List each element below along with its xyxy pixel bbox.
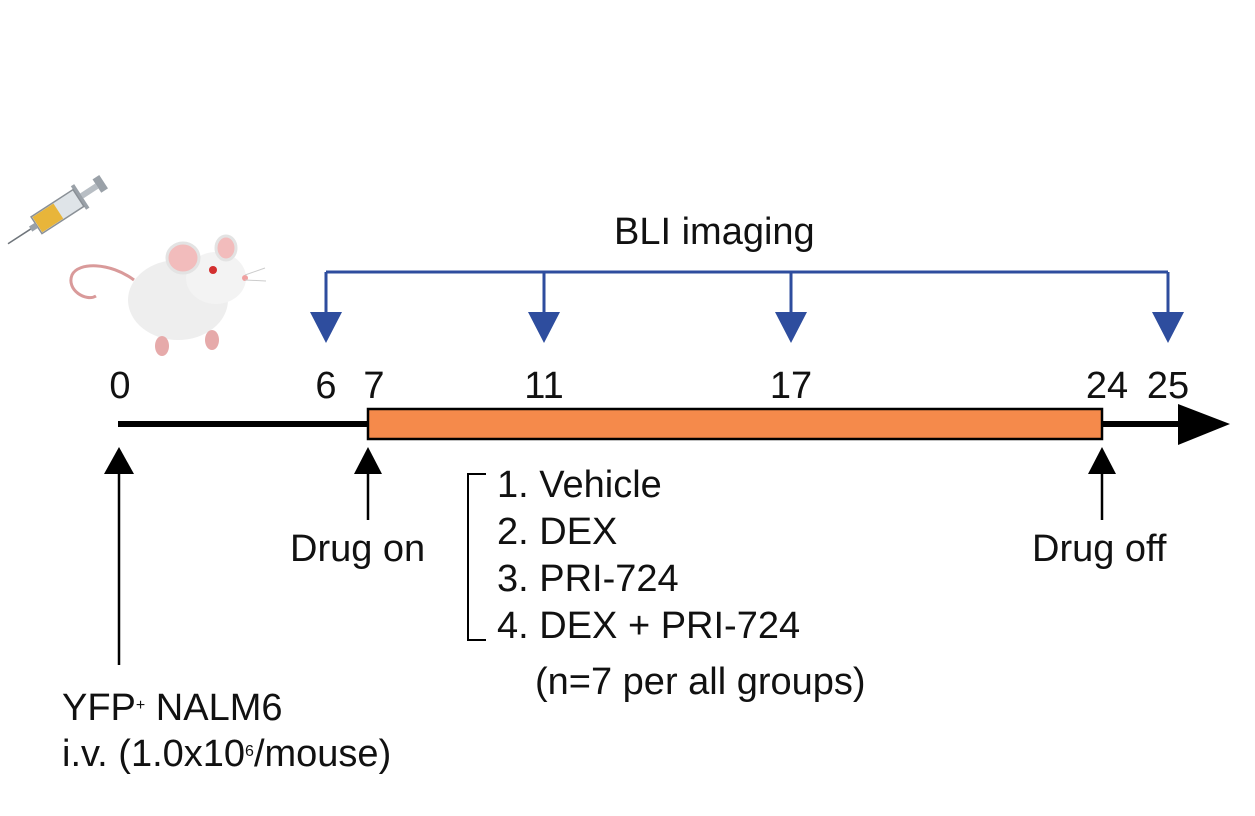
day-label-25: 25 — [1146, 365, 1190, 407]
injection-label-line-2: i.v. (1.0x106/mouse) — [62, 732, 391, 776]
dose-suffix: /mouse) — [253, 733, 392, 775]
drug-on-label: Drug on — [290, 528, 426, 570]
drug-off-label: Drug off — [1032, 528, 1167, 570]
treatment-bar — [366, 407, 1104, 441]
group-item-pri-724: 3. PRI-724 — [497, 558, 679, 600]
treatment-group-list: 1. Vehicle 2. DEX 3. PRI-724 4. DEX + PR… — [497, 462, 800, 650]
dose-exponent: 6 — [245, 743, 254, 760]
day-label-17: 17 — [769, 365, 813, 407]
day-label-24: 24 — [1085, 365, 1129, 407]
bli-arrow-day-11 — [528, 312, 560, 343]
mouse-icon — [69, 234, 267, 356]
day-label-6: 6 — [315, 365, 337, 407]
event-arrows — [104, 447, 1116, 665]
dose-prefix: i.v. (1.0x10 — [62, 733, 246, 775]
drug-on-arrowhead — [354, 447, 382, 474]
bli-bracket — [324, 270, 1170, 315]
cell-line-superscript: + — [135, 697, 146, 714]
group-item-dex: 2. DEX — [497, 511, 618, 553]
injection-label-line-1: YFP+ NALM6 — [62, 686, 283, 730]
bli-arrow-day-6 — [310, 312, 342, 343]
bli-imaging-title: BLI imaging — [614, 211, 815, 253]
bli-arrowheads — [310, 312, 1184, 343]
group-size-note: (n=7 per all groups) — [535, 661, 866, 703]
group-item-dex-pri-724: 4. DEX + PRI-724 — [497, 605, 801, 647]
group-item-vehicle: 1. Vehicle — [497, 464, 662, 506]
group-bracket — [467, 473, 486, 641]
day-label-0: 0 — [109, 365, 131, 407]
timeline-axis-arrowhead — [1178, 404, 1230, 445]
cell-line-suffix: NALM6 — [145, 687, 283, 729]
injection-arrowhead — [104, 447, 134, 474]
bli-arrow-day-17 — [775, 312, 807, 343]
cell-line-prefix: YFP — [62, 687, 136, 729]
day-label-7: 7 — [363, 365, 385, 407]
bli-arrow-day-25 — [1152, 312, 1184, 343]
syringe-icon — [7, 174, 108, 245]
drug-off-arrowhead — [1088, 447, 1116, 474]
day-label-11: 11 — [524, 365, 564, 407]
